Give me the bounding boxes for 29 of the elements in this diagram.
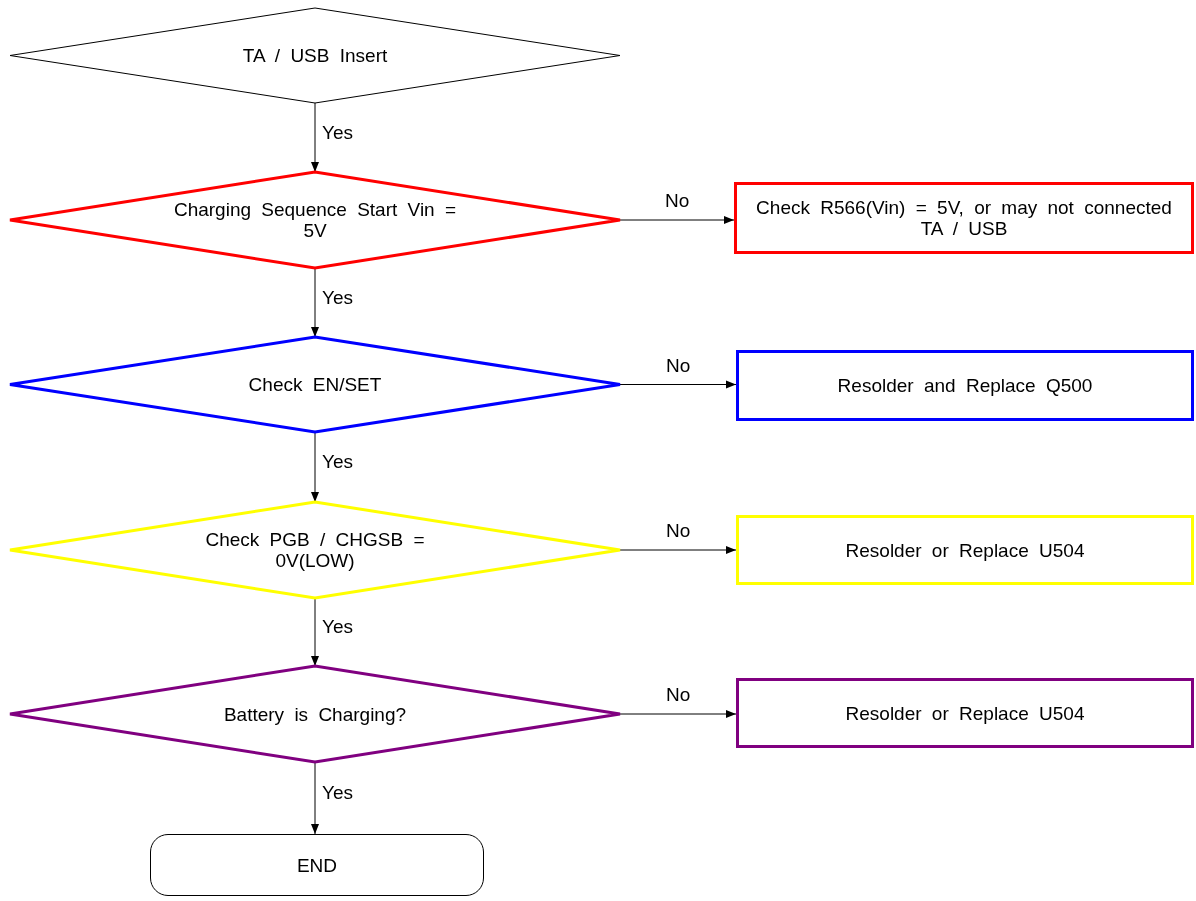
node-text: Check PGB / CHGSB = 0V(LOW)	[204, 529, 426, 571]
terminal-box	[150, 834, 484, 896]
node-text: Check EN/SET	[248, 374, 382, 395]
node-text: END	[296, 854, 338, 876]
arrow	[311, 102, 319, 173]
node-text: Resolder or Replace U504	[845, 539, 1085, 561]
arrow	[619, 380, 737, 389]
node-text: Charging Sequence Start Vin = 5V	[172, 199, 458, 241]
node-text: TA / USB Insert	[242, 45, 388, 66]
process-box	[736, 678, 1194, 748]
decision-diamond	[10, 337, 620, 432]
arrow	[311, 431, 319, 503]
decision-diamond	[10, 502, 620, 598]
process-box	[734, 182, 1194, 254]
arrow	[311, 267, 319, 338]
process-box	[736, 515, 1194, 585]
arrow	[619, 710, 737, 718]
decision-diamond	[10, 8, 620, 103]
node-text: Battery is Charging?	[223, 703, 407, 725]
decision-diamond	[10, 172, 620, 268]
decision-diamond	[10, 666, 620, 762]
arrow	[619, 216, 735, 224]
node-text: Resolder and Replace Q500	[837, 375, 1093, 396]
arrow	[311, 597, 319, 667]
node-text: Resolder or Replace U504	[845, 702, 1085, 724]
arrow	[619, 546, 737, 554]
arrow	[311, 761, 319, 835]
process-box	[736, 350, 1194, 421]
node-text: Check R566(Vin) = 5V, or may not connected TA / USB	[755, 197, 1173, 239]
